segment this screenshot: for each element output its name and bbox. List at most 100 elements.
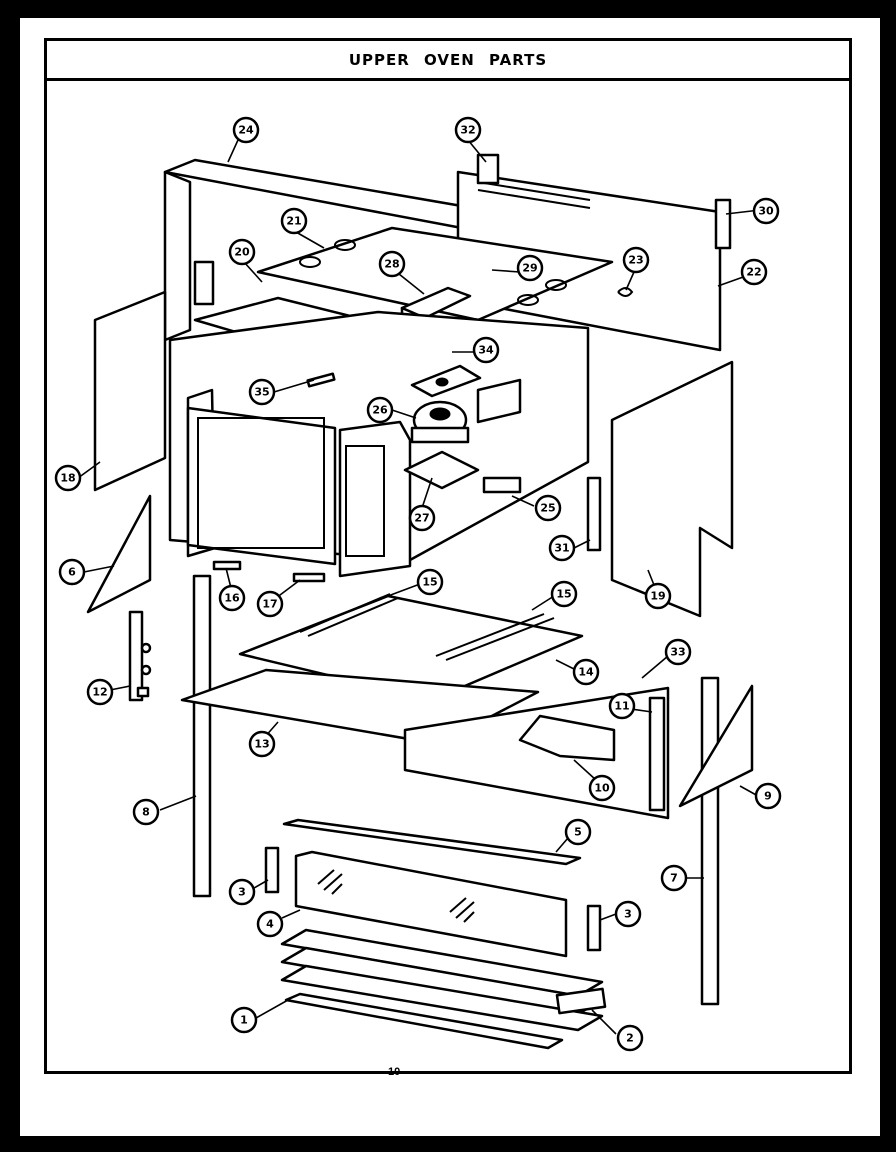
callout-5: 5 xyxy=(564,818,592,846)
part-top-panel xyxy=(256,226,614,322)
callout-3-right: 3 xyxy=(614,900,642,928)
callout-2: 2 xyxy=(616,1024,644,1052)
svg-text:27: 27 xyxy=(414,512,429,525)
part-glass-retainer-left xyxy=(264,846,280,894)
svg-text:12: 12 xyxy=(92,686,107,699)
callout-29: 29 xyxy=(516,254,544,282)
callout-25: 25 xyxy=(534,494,562,522)
part-clip xyxy=(617,287,634,297)
svg-text:3: 3 xyxy=(624,908,632,921)
svg-text:28: 28 xyxy=(384,258,399,271)
callout-26: 26 xyxy=(366,396,394,424)
callout-12: 12 xyxy=(86,678,114,706)
svg-text:19: 19 xyxy=(650,590,665,603)
svg-text:24: 24 xyxy=(238,124,254,137)
callout-14: 14 xyxy=(572,658,600,686)
callout-17: 17 xyxy=(256,590,284,618)
part-door-panel-stack xyxy=(280,928,607,1050)
svg-text:9: 9 xyxy=(764,790,772,803)
callout-16: 16 xyxy=(218,584,246,612)
part-right-rail xyxy=(700,676,720,1006)
callout-6: 6 xyxy=(58,558,86,586)
svg-text:11: 11 xyxy=(614,700,629,713)
svg-text:26: 26 xyxy=(372,404,388,417)
callout-21: 21 xyxy=(280,207,308,235)
part-left-rail xyxy=(192,574,212,898)
svg-text:34: 34 xyxy=(478,344,494,357)
svg-text:22: 22 xyxy=(746,266,761,279)
callout-8: 8 xyxy=(132,798,160,826)
svg-text:1: 1 xyxy=(240,1014,248,1027)
title-bar: UPPER OVEN PARTS xyxy=(47,41,849,81)
svg-text:23: 23 xyxy=(628,254,643,267)
svg-text:25: 25 xyxy=(540,502,555,515)
part-left-gusset xyxy=(86,494,152,614)
callout-30: 30 xyxy=(752,197,780,225)
svg-text:17: 17 xyxy=(262,598,277,611)
svg-text:29: 29 xyxy=(522,262,537,275)
callout-27: 27 xyxy=(408,504,436,532)
part-hinge xyxy=(128,610,152,702)
callout-7: 7 xyxy=(660,864,688,892)
svg-text:13: 13 xyxy=(254,738,269,751)
svg-text:5: 5 xyxy=(574,826,582,839)
svg-text:15: 15 xyxy=(556,588,571,601)
callout-1: 1 xyxy=(230,1006,258,1034)
callout-11: 11 xyxy=(608,692,636,720)
part-fan-motor xyxy=(410,400,470,444)
callout-9: 9 xyxy=(754,782,782,810)
part-deflector xyxy=(518,714,616,762)
svg-text:30: 30 xyxy=(758,205,774,218)
callout-18: 18 xyxy=(54,464,82,492)
svg-text:31: 31 xyxy=(554,542,569,555)
callout-15-right: 15 xyxy=(550,580,578,608)
callout-19: 19 xyxy=(644,582,672,610)
svg-text:33: 33 xyxy=(670,646,685,659)
diagram-title: UPPER OVEN PARTS xyxy=(348,50,548,69)
svg-text:10: 10 xyxy=(594,782,610,795)
callout-28: 28 xyxy=(378,250,406,278)
callout-32: 32 xyxy=(454,116,482,144)
part-bracket xyxy=(306,372,336,388)
svg-text:8: 8 xyxy=(142,806,150,819)
callout-22: 22 xyxy=(740,258,768,286)
part-rail-17 xyxy=(292,572,326,583)
svg-text:18: 18 xyxy=(60,472,75,485)
svg-text:14: 14 xyxy=(578,666,594,679)
part-right-strip xyxy=(648,696,666,812)
svg-text:3: 3 xyxy=(238,886,246,899)
callout-20: 20 xyxy=(228,238,256,266)
svg-text:32: 32 xyxy=(460,124,475,137)
callout-23: 23 xyxy=(622,246,650,274)
part-side-strip xyxy=(586,476,602,552)
callout-15-left: 15 xyxy=(416,568,444,596)
svg-text:35: 35 xyxy=(254,386,269,399)
part-rail-16 xyxy=(212,560,242,571)
svg-text:2: 2 xyxy=(626,1032,634,1045)
callout-31: 31 xyxy=(548,534,576,562)
page-number: 10 xyxy=(388,1066,401,1078)
svg-text:6: 6 xyxy=(68,566,76,579)
part-oven-liner xyxy=(168,310,590,578)
svg-text:16: 16 xyxy=(224,592,240,605)
part-door-top-trim xyxy=(282,818,582,866)
svg-text:20: 20 xyxy=(234,246,250,259)
callout-33: 33 xyxy=(664,638,692,666)
part-left-side-panel xyxy=(93,290,167,492)
svg-text:4: 4 xyxy=(266,918,274,931)
svg-text:21: 21 xyxy=(286,215,301,228)
part-top-trim-frame xyxy=(163,158,487,342)
svg-text:7: 7 xyxy=(670,872,678,885)
callout-35: 35 xyxy=(248,378,276,406)
callout-34: 34 xyxy=(472,336,500,364)
part-door-glass xyxy=(294,850,568,958)
part-glass-retainer-right xyxy=(586,904,602,952)
part-mount-bracket xyxy=(403,450,480,490)
part-right-gusset xyxy=(678,684,754,808)
callout-24: 24 xyxy=(232,116,260,144)
callout-10: 10 xyxy=(588,774,616,802)
callout-4: 4 xyxy=(256,910,284,938)
part-blower-housing xyxy=(410,364,482,398)
part-right-side-panel xyxy=(610,360,734,618)
